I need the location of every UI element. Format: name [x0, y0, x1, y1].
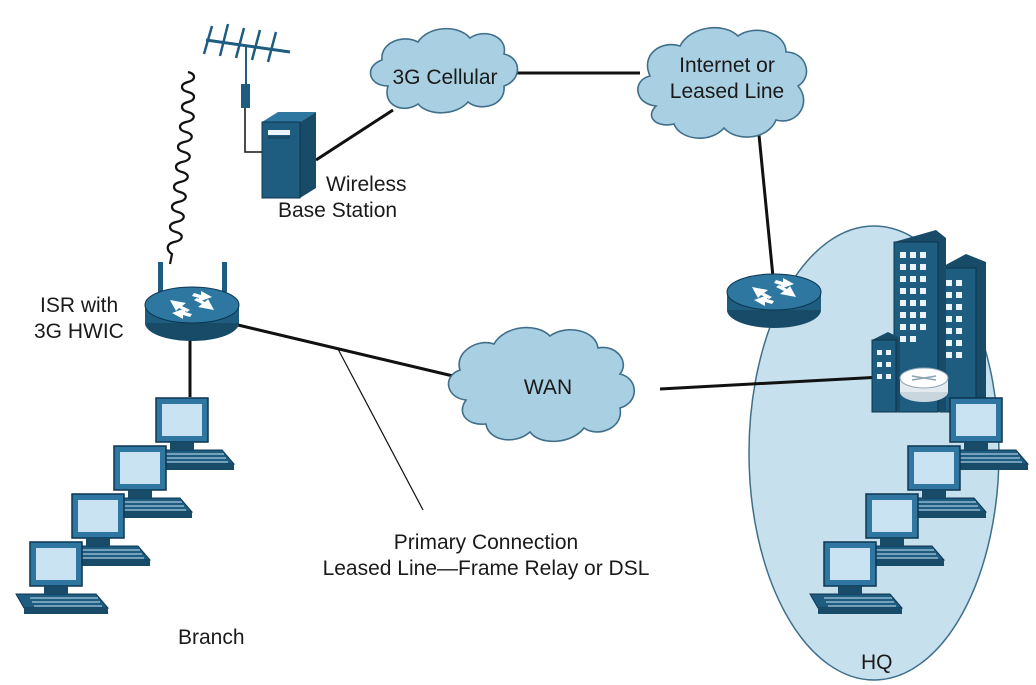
antenna-icon: [202, 23, 291, 153]
building-icon: [871, 230, 986, 413]
primary-connection-label-1: Primary Connection: [394, 531, 578, 554]
primary-connection-label-2: Leased Line—Frame Relay or DSL: [323, 557, 650, 580]
cloud-label-internet-2: Leased Line: [670, 80, 784, 103]
link-internet-hqrouter: [757, 134, 776, 288]
cloud-label-cellular: 3G Cellular: [392, 66, 497, 89]
wireless-label-2: Base Station: [278, 199, 397, 222]
hq-router-icon: [726, 273, 822, 329]
link-basestation-cellular: [315, 108, 394, 162]
cloud-3g-cellular: [369, 27, 519, 114]
isr-label-2: 3G HWIC: [34, 320, 124, 343]
cloud-label-wan: WAN: [524, 376, 572, 399]
cloud-internet-leased-line: [637, 27, 808, 139]
link-wan-hq: [659, 375, 883, 391]
wireless-label-1: Wireless: [326, 173, 407, 196]
base-station-icon: [261, 112, 316, 199]
cloud-wan: [447, 326, 636, 443]
hq-label: HQ: [861, 651, 893, 674]
link-isr-wan: [237, 323, 454, 378]
coiled-cable: [166, 70, 196, 265]
primary-connection-pointer: [337, 348, 424, 511]
branch-label: Branch: [178, 626, 245, 649]
isr-label-1: ISR with: [40, 294, 118, 317]
isr-router-icon: [144, 262, 240, 342]
cloud-label-internet-1: Internet or: [679, 54, 775, 77]
branch-pcs: [15, 397, 235, 615]
